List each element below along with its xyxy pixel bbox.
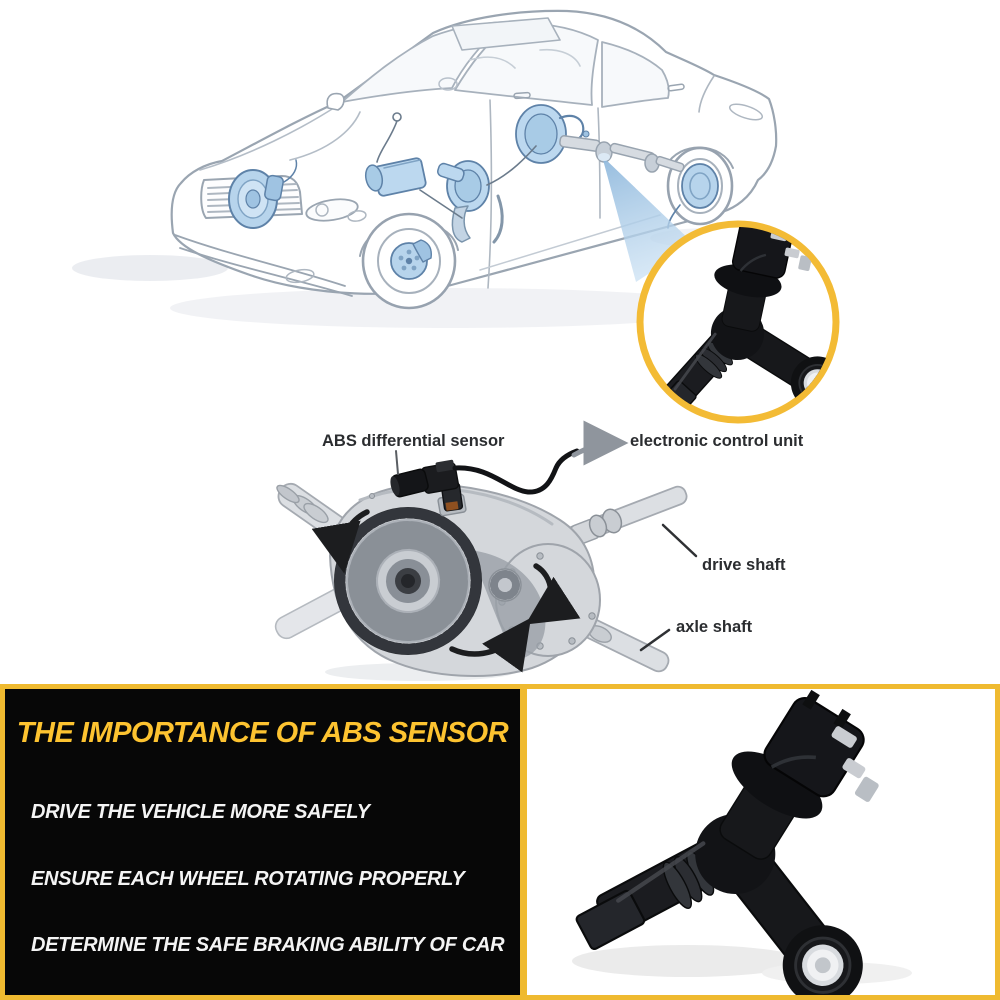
differential-diagram — [274, 420, 698, 681]
bottom-section: THE IMPORTANCE OF ABS SENSOR DRIVE THE V… — [0, 684, 1000, 1000]
ring-gear — [334, 507, 482, 655]
door-handle — [513, 91, 531, 100]
product-shadow — [572, 945, 802, 977]
front-brake-disc-exploded — [228, 159, 298, 229]
label-abs-differential-sensor: ABS differential sensor — [322, 432, 505, 450]
caliper — [264, 174, 284, 202]
rear-driveshaft — [559, 135, 685, 173]
label-electronic-control-unit: electronic control unit — [630, 432, 804, 450]
importance-panel: THE IMPORTANCE OF ABS SENSOR DRIVE THE V… — [5, 689, 527, 995]
bullet-item: DETERMINE THE SAFE BRAKING ABILITY OF CA… — [31, 934, 505, 956]
ground-shadow — [170, 288, 730, 328]
panel-title: THE IMPORTANCE OF ABS SENSOR — [16, 717, 509, 749]
sunroof — [451, 17, 561, 51]
ground-shadow — [72, 255, 228, 281]
abs-sensor-product-image — [527, 689, 912, 995]
brake-booster — [437, 160, 504, 244]
fog-light — [285, 268, 315, 284]
ecu-arrow-icon — [571, 420, 629, 466]
differential-abs-sensor — [390, 459, 467, 517]
brake-lines — [376, 120, 537, 219]
drive-shaft-label-line — [661, 523, 698, 558]
rear-booster-disc — [515, 104, 590, 164]
hood-lines — [199, 103, 361, 171]
tail-lamp — [728, 103, 764, 121]
pedal-lever — [492, 194, 504, 244]
sensor-inset-circle — [636, 220, 840, 424]
bullet-item: DRIVE THE VEHICLE MORE SAFELY — [31, 801, 370, 823]
door-handle — [667, 83, 685, 92]
rotation-arrows-icon — [311, 509, 581, 673]
label-axle-shaft: axle shaft — [676, 618, 753, 636]
sensor-label-line — [395, 450, 399, 475]
label-drive-shaft: drive shaft — [702, 556, 786, 574]
front-bumper — [174, 234, 353, 297]
product-photo-panel — [527, 689, 995, 995]
abs-system-illustration: ABS differential sensor electronic contr… — [72, 9, 840, 681]
bullet-item: ENSURE EACH WHEEL ROTATING PROPERLY — [31, 868, 465, 890]
wire-ball — [392, 112, 402, 122]
rear-brake-drum — [681, 163, 719, 209]
front-wheel — [361, 212, 457, 310]
master-cylinder — [437, 162, 465, 183]
seats — [469, 48, 581, 69]
headlight-lens — [315, 203, 329, 217]
front-brake-caliper — [412, 239, 432, 263]
side-mirror — [326, 92, 345, 111]
abs-hydraulic-unit — [364, 157, 427, 197]
sensor-cable — [452, 448, 580, 495]
steering-wheel — [438, 77, 458, 91]
headlight-inner — [347, 210, 367, 222]
beam-origin-glow — [598, 153, 610, 161]
axle-shaft-label-line — [639, 628, 671, 652]
